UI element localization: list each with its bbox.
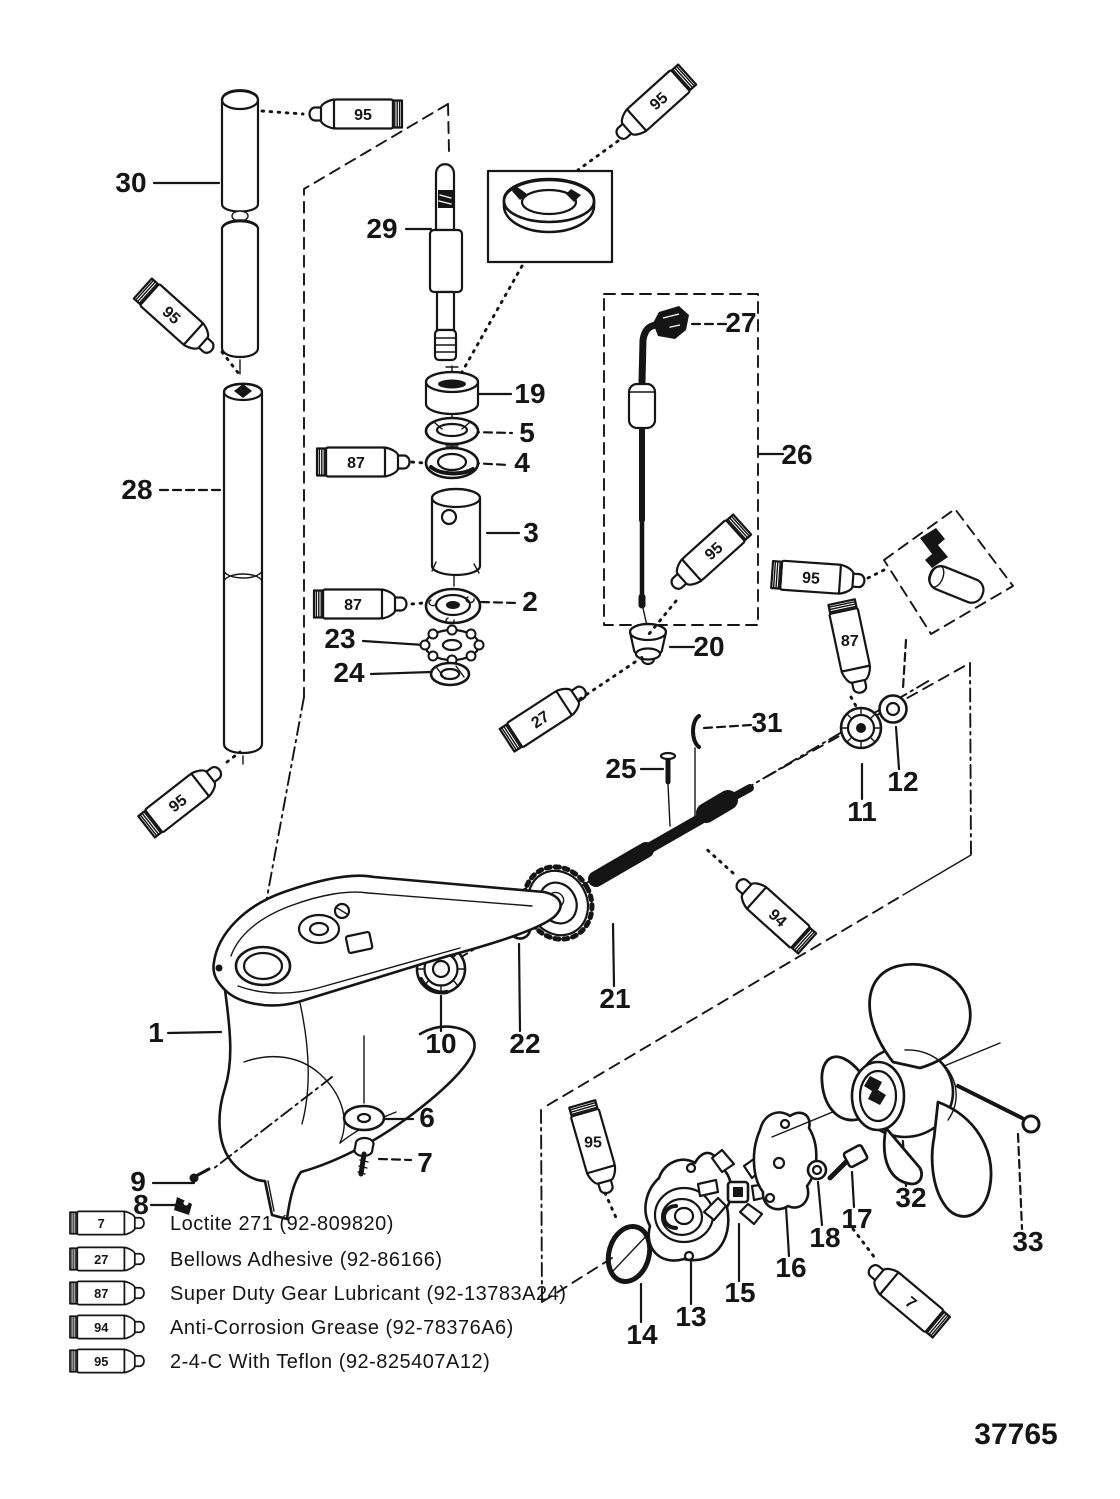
- legend-item-95: 95 2-4-C With Teflon (92-825407A12): [69, 1348, 490, 1374]
- tube-number: 95: [354, 107, 372, 124]
- part-callout-20: 20: [693, 631, 724, 662]
- upper-bearing-art: [839, 528, 985, 750]
- part-callout-17: 17: [841, 1203, 872, 1234]
- legend-item-text: Loctite 271 (92-809820): [170, 1213, 394, 1235]
- bearing-stack-art: [419, 365, 485, 687]
- tube-number: 87: [841, 633, 859, 650]
- part-callout-26: 26: [781, 439, 812, 470]
- driveshaft-lower-art: [222, 382, 264, 765]
- legend-item-7: 7 Loctite 271 (92-809820): [69, 1210, 394, 1236]
- legend-item-87: 87 Super Duty Gear Lubricant (92-13783A24…: [69, 1280, 566, 1306]
- legend-item-text: Super Duty Gear Lubricant (92-13783A24): [170, 1283, 566, 1305]
- part-callout-15: 15: [724, 1277, 755, 1308]
- legend: 7 Loctite 271 (92-809820) 27 Bellows Adhesi…: [69, 1210, 566, 1374]
- shift-shaft-art: [627, 306, 689, 666]
- lubricant-tube-icon-95: 95: [137, 765, 223, 839]
- part-callout-22: 22: [509, 1028, 540, 1059]
- legend-item-text: 2-4-C With Teflon (92-825407A12): [170, 1351, 490, 1373]
- part-callout-14: 14: [626, 1319, 658, 1350]
- part-callout-1: 1: [148, 1017, 164, 1048]
- part-callout-16: 16: [775, 1252, 806, 1283]
- tube-number: 95: [801, 570, 820, 588]
- part-callout-31: 31: [751, 707, 782, 738]
- tube-number: 27: [94, 1252, 108, 1267]
- tube-number: 95: [584, 1134, 602, 1151]
- pinion-shaft-art: [428, 163, 464, 362]
- part-callout-2: 2: [522, 586, 538, 617]
- lubricant-tube-icon-95: 95: [132, 277, 215, 354]
- lubricant-tube-icon-7: 7: [69, 1210, 145, 1236]
- legend-item-27: 27 Bellows Adhesive (92-86166): [69, 1246, 443, 1272]
- tube-number: 27: [528, 708, 552, 732]
- drawing-number: 37765: [974, 1418, 1057, 1451]
- callouts-layer: 1234567891011121314151617181920212223242…: [115, 167, 1043, 1350]
- part-callout-6: 6: [419, 1102, 435, 1133]
- part-callout-18: 18: [809, 1222, 840, 1253]
- legend-item-text: Anti-Corrosion Grease (92-78376A6): [170, 1317, 514, 1339]
- lubricant-tube-icon-27: 27: [498, 685, 587, 753]
- tube-number: 7: [98, 1216, 105, 1231]
- part-callout-19: 19: [514, 378, 545, 409]
- part-callout-24: 24: [333, 657, 365, 688]
- lubricant-tube-icon-27: 27: [69, 1246, 145, 1272]
- lubricant-tube-icon-87: 87: [827, 598, 872, 694]
- part-callout-13: 13: [675, 1301, 706, 1332]
- part-callout-7: 7: [417, 1147, 433, 1178]
- pin-clip-art: [659, 714, 701, 785]
- part-callout-25: 25: [605, 753, 636, 784]
- lubricant-tube-icon-87: 87: [315, 446, 411, 478]
- lubricant-tube-icon-94: 94: [69, 1314, 145, 1340]
- part-callout-32: 32: [895, 1182, 926, 1213]
- part-callout-30: 30: [115, 167, 146, 198]
- part-callout-10: 10: [425, 1028, 456, 1059]
- lubricant-tube-icon-95: 95: [308, 98, 404, 130]
- part-callout-5: 5: [519, 417, 535, 448]
- lubricant-tube-icon-95: 95: [615, 63, 698, 140]
- part-callout-33: 33: [1012, 1226, 1043, 1257]
- tube-number: 87: [347, 455, 365, 472]
- dotted-leaders: [220, 109, 888, 1260]
- lubricant-tube-icon-95: 95: [69, 1348, 145, 1374]
- part-callout-8: 8: [133, 1189, 149, 1220]
- part-callout-28: 28: [121, 474, 152, 505]
- part-callout-27: 27: [725, 307, 756, 338]
- part-callout-3: 3: [523, 517, 539, 548]
- lubricant-tube-icon-87: 87: [312, 588, 408, 620]
- part-callout-29: 29: [366, 213, 397, 244]
- lubricant-tube-icon-7: 7: [867, 1264, 952, 1339]
- lubricant-tube-icon-95: 95: [568, 1099, 617, 1195]
- tube-number: 87: [344, 597, 362, 614]
- driveshaft-upper-art: [220, 89, 260, 375]
- housing-hardware-art: [174, 1104, 386, 1215]
- lubricant-tube-icon-87: 87: [69, 1280, 145, 1306]
- legend-item-text: Bellows Adhesive (92-86166): [170, 1249, 443, 1271]
- water-pump-art: [605, 1111, 869, 1284]
- part-callout-21: 21: [599, 983, 630, 1014]
- part-callout-11: 11: [847, 796, 877, 827]
- tube-number: 7: [902, 1294, 920, 1313]
- part-callout-12: 12: [887, 766, 918, 797]
- lubricant-tube-icon-95: 95: [670, 513, 753, 590]
- tube-number: 95: [94, 1354, 108, 1369]
- propeller-art: [771, 962, 1041, 1218]
- legend-item-94: 94 Anti-Corrosion Grease (92-78376A6): [69, 1314, 514, 1340]
- lubricant-tube-icon-94: 94: [735, 878, 818, 955]
- seal-ring-box-art: [486, 169, 614, 264]
- tube-number: 94: [94, 1320, 109, 1335]
- prop-shaft-art: [415, 784, 754, 995]
- lubricant-tube-icon-95: 95: [770, 559, 866, 595]
- part-callout-23: 23: [324, 623, 355, 654]
- part-callout-4: 4: [514, 447, 530, 478]
- part-callout-9: 9: [130, 1166, 146, 1197]
- tube-number: 87: [94, 1286, 108, 1301]
